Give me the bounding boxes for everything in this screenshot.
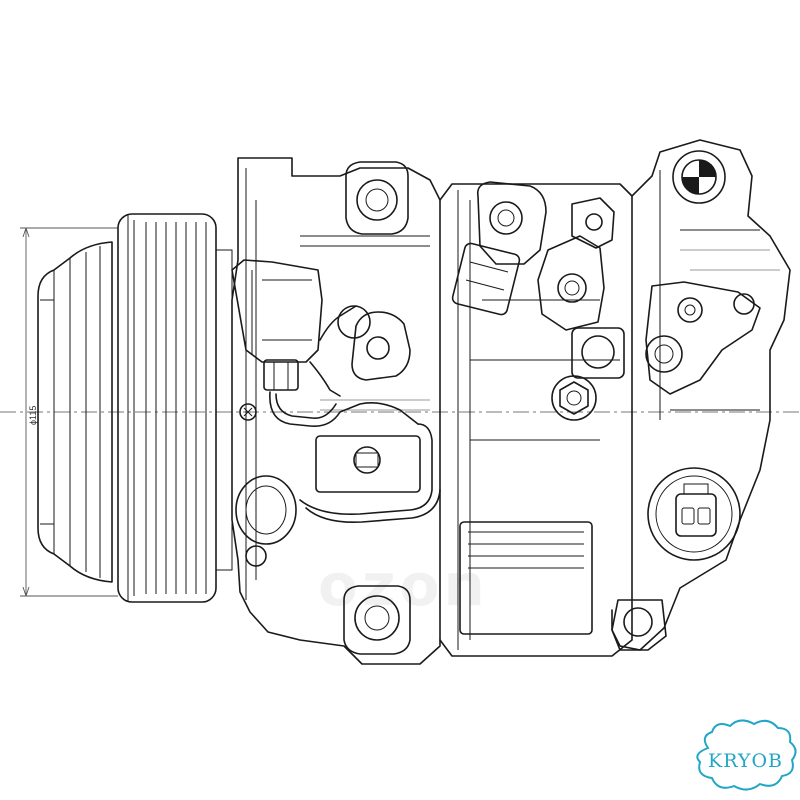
brand-logo-text: KRYOB	[708, 750, 783, 772]
mounting-boss-top	[345, 161, 409, 235]
clutch-hub	[37, 241, 113, 583]
mounting-boss-bottom	[343, 585, 411, 655]
service-port-left	[235, 475, 297, 567]
solenoid-connector	[647, 467, 741, 561]
compressor-mid-section	[439, 183, 633, 657]
sensor-connector-top	[451, 181, 547, 316]
control-valve	[537, 197, 625, 379]
diameter-dimension: ϕ115	[20, 227, 118, 597]
mounting-bracket-right	[645, 281, 761, 395]
brand-logo: KRYOB	[696, 719, 797, 791]
watermark-text: ozon	[318, 551, 489, 619]
bolt-fitting-center	[315, 435, 421, 493]
wire-connector-left	[231, 259, 323, 391]
mounting-bracket-upper	[337, 305, 411, 381]
diameter-label: ϕ115	[28, 406, 38, 425]
mounting-boss-right	[611, 599, 667, 651]
pulley	[117, 213, 233, 603]
reference-marker-icon	[672, 150, 726, 204]
compressor-rear-head	[611, 139, 791, 651]
hex-bolt-center	[551, 375, 597, 421]
screw-left	[239, 403, 257, 421]
wire-harness	[269, 305, 441, 524]
